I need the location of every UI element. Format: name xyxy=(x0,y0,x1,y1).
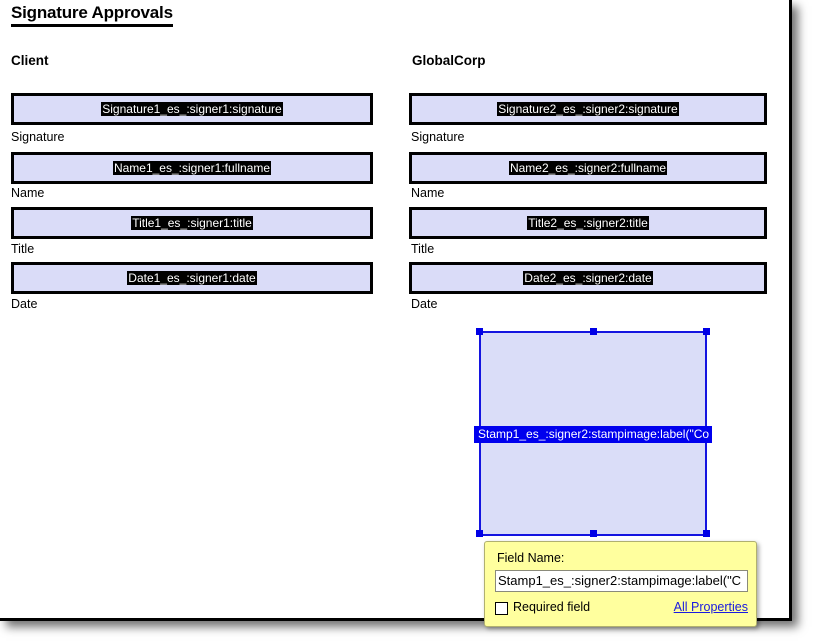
form-field-tag: Title1_es_:signer1:title xyxy=(131,216,253,230)
column-heading-globalcorp: GlobalCorp xyxy=(412,53,486,68)
field-caption-name2: Name xyxy=(411,186,445,200)
stamp-field-label: Stamp1_es_:signer2:stampimage:label("Co xyxy=(474,426,712,443)
form-field-tag: Signature2_es_:signer2:signature xyxy=(497,102,679,116)
form-field-tag: Signature1_es_:signer1:signature xyxy=(101,102,283,116)
required-field-row: Required field All Properties xyxy=(495,600,748,620)
required-field-label: Required field xyxy=(513,600,591,614)
field-name-input[interactable]: Stamp1_es_:signer2:stampimage:label("C xyxy=(495,570,748,592)
field-caption-title2: Title xyxy=(411,242,435,256)
form-field-signature1[interactable]: Signature1_es_:signer1:signature xyxy=(11,93,373,125)
column-heading-client: Client xyxy=(11,53,49,68)
form-field-signature2[interactable]: Signature2_es_:signer2:signature xyxy=(409,93,767,125)
resize-handle-top-center[interactable] xyxy=(589,328,597,335)
field-properties-tooltip[interactable]: Field Name: Stamp1_es_:signer2:stampimag… xyxy=(484,541,757,627)
resize-handle-top-left[interactable] xyxy=(476,328,483,335)
form-field-tag: Title2_es_:signer2:title xyxy=(527,216,649,230)
form-field-tag: Date2_es_:signer2:date xyxy=(523,271,653,285)
resize-handle-bottom-right[interactable] xyxy=(703,530,710,537)
all-properties-link[interactable]: All Properties xyxy=(673,600,748,614)
resize-handle-bottom-center[interactable] xyxy=(589,530,597,537)
form-field-name2[interactable]: Name2_es_:signer2:fullname xyxy=(409,152,767,184)
form-field-tag: Name1_es_:signer1:fullname xyxy=(112,161,272,175)
field-caption-date2: Date xyxy=(411,297,438,311)
form-field-tag: Name2_es_:signer2:fullname xyxy=(508,161,668,175)
field-caption-title1: Title xyxy=(11,242,35,256)
form-field-title2[interactable]: Title2_es_:signer2:title xyxy=(409,207,767,239)
field-name-label: Field Name: xyxy=(497,551,565,565)
required-field-checkbox[interactable] xyxy=(495,602,508,615)
field-caption-signature2: Signature xyxy=(411,130,465,144)
resize-handle-bottom-left[interactable] xyxy=(476,530,483,537)
form-field-date1[interactable]: Date1_es_:signer1:date xyxy=(11,262,373,294)
form-field-title1[interactable]: Title1_es_:signer1:title xyxy=(11,207,373,239)
resize-handle-top-right[interactable] xyxy=(703,328,710,335)
form-field-date2[interactable]: Date2_es_:signer2:date xyxy=(409,262,767,294)
form-field-tag: Date1_es_:signer1:date xyxy=(127,271,257,285)
form-field-name1[interactable]: Name1_es_:signer1:fullname xyxy=(11,152,373,184)
field-caption-signature1: Signature xyxy=(11,130,65,144)
page-title: Signature Approvals xyxy=(11,3,173,27)
field-caption-name1: Name xyxy=(11,186,45,200)
field-caption-date1: Date xyxy=(11,297,38,311)
pdf-page-canvas: Signature Approvals Client GlobalCorp Si… xyxy=(0,0,792,627)
